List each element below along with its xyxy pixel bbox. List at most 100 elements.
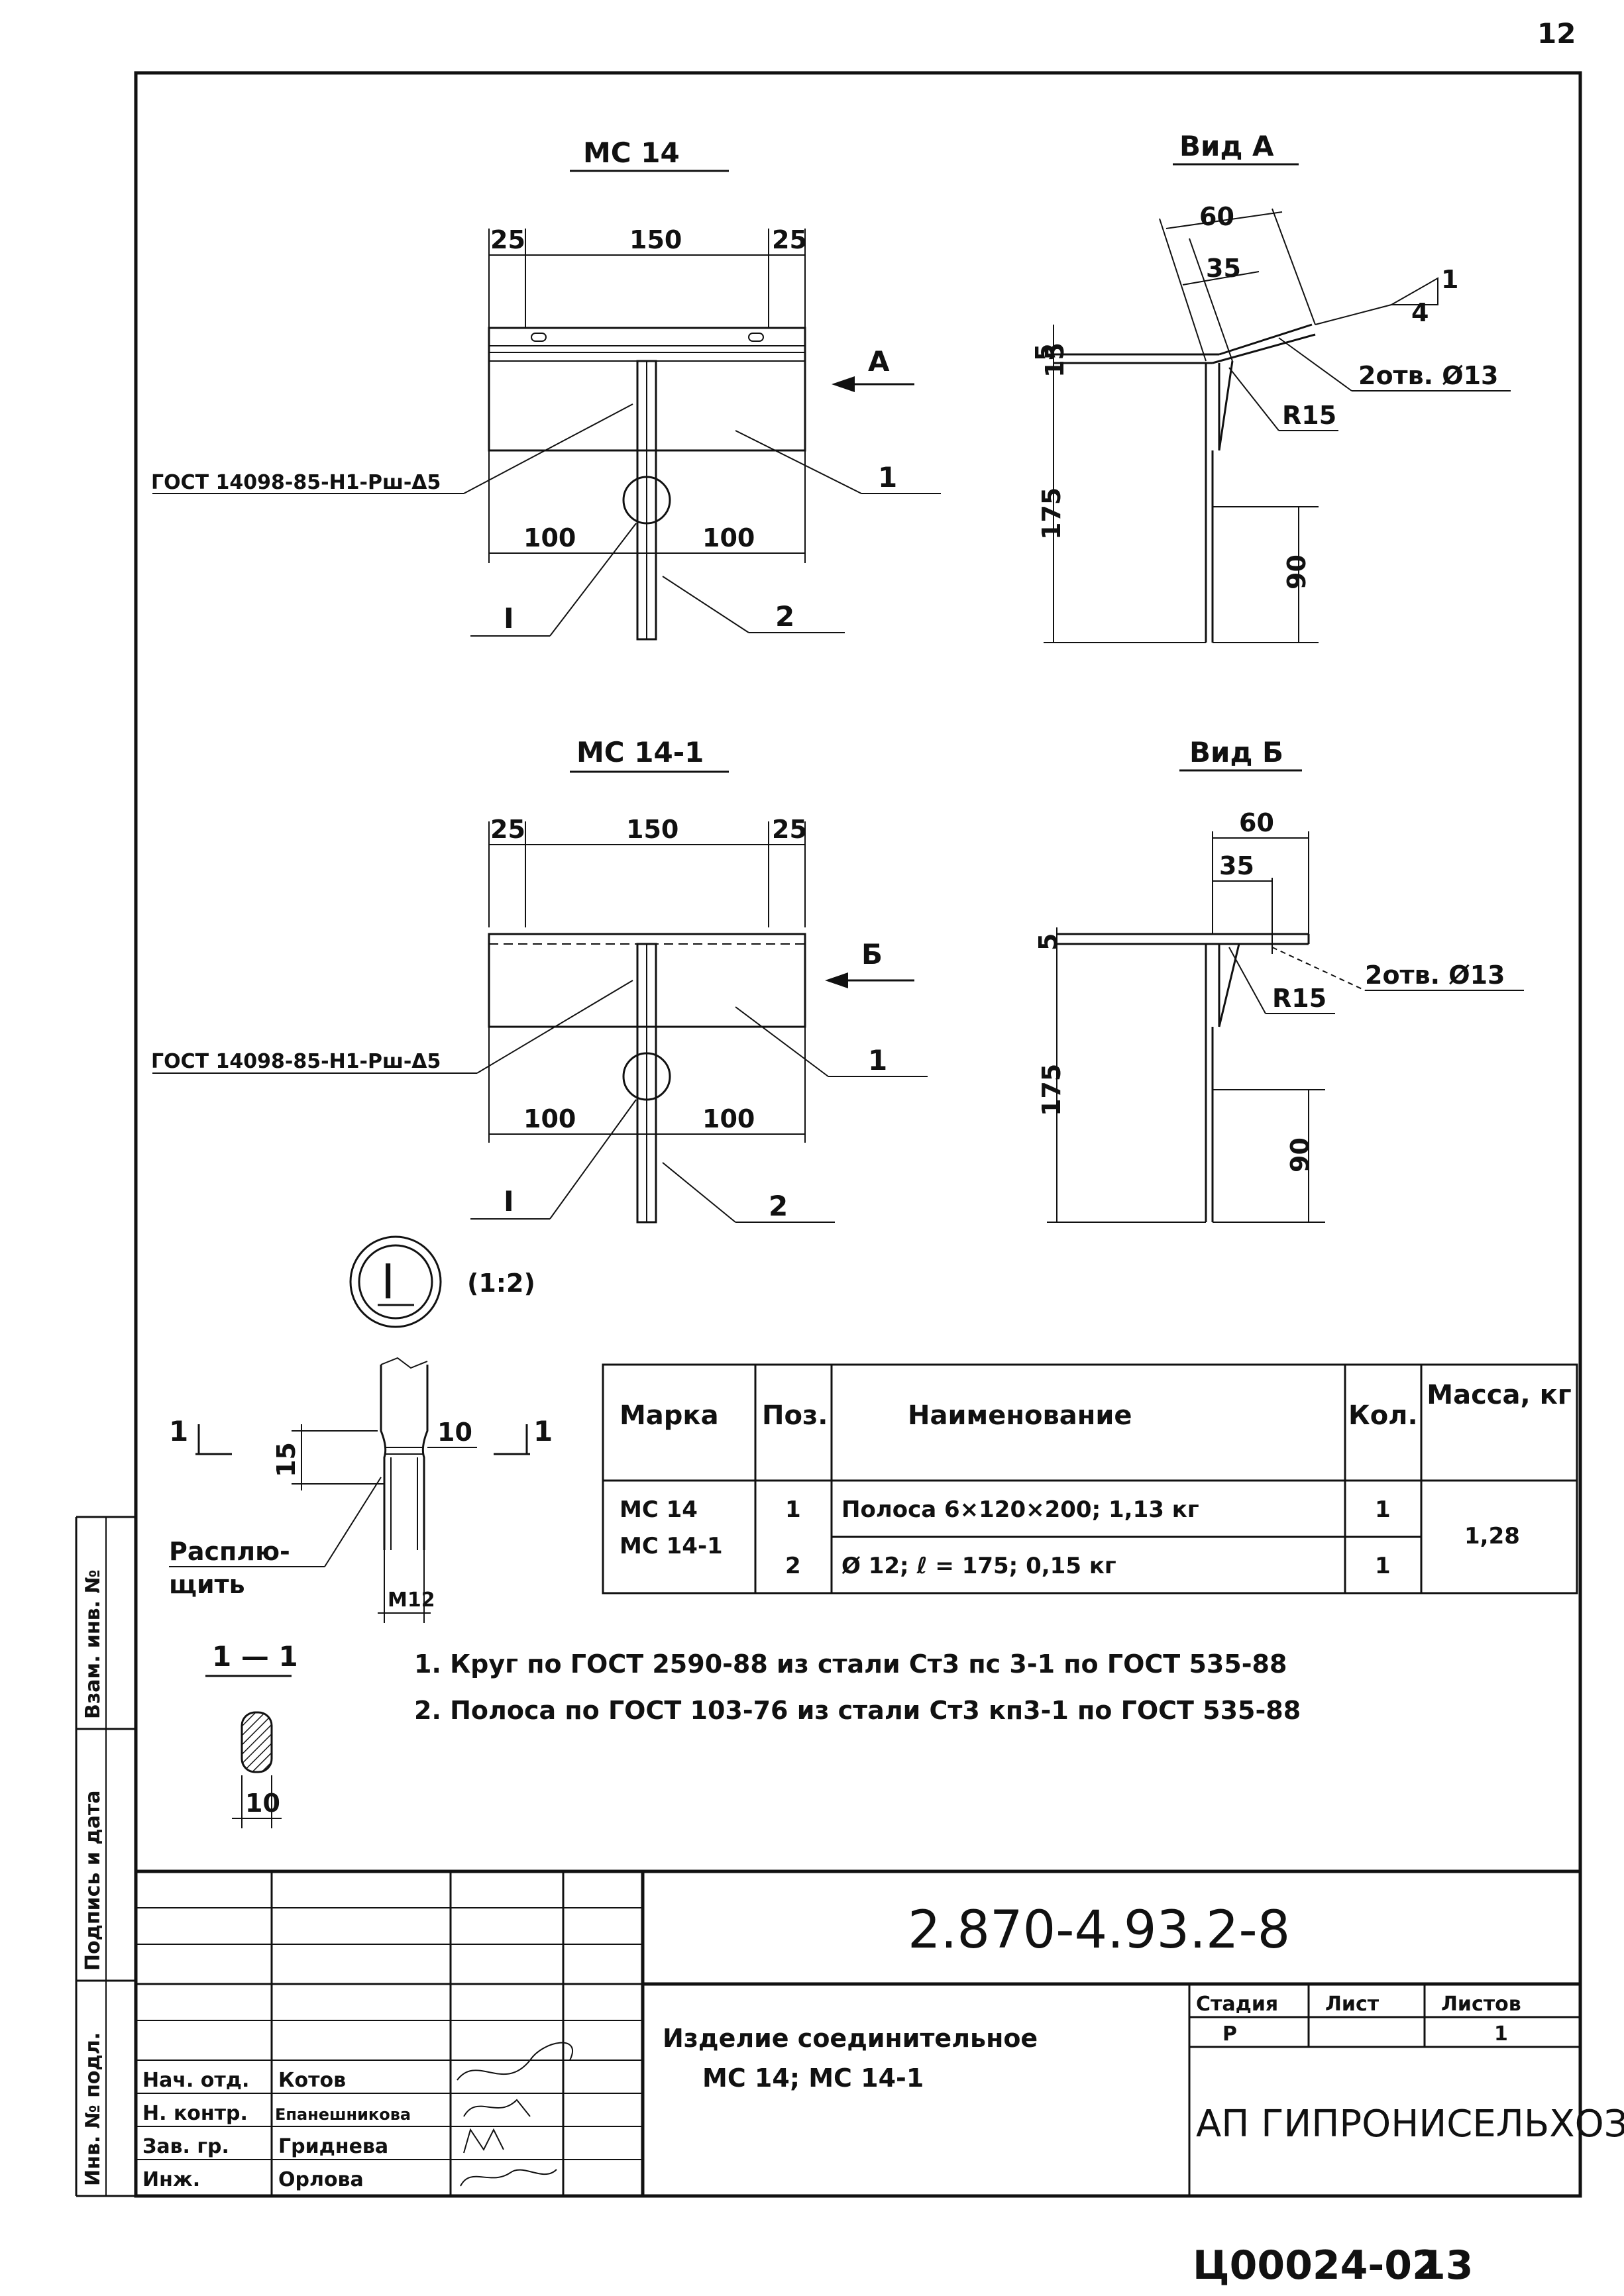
table-header-pos: Поз. [762, 1400, 828, 1431]
view-b-holes: 2отв. Ø13 [1365, 961, 1505, 990]
section-label: 1 — 1 [212, 1640, 298, 1673]
staff-role-2: Н. контр. [142, 2102, 248, 2125]
table-row-2-qty: 1 [1375, 1553, 1391, 1579]
mc14-1-detail-circle [622, 1052, 671, 1101]
mc14-1-detail-ref: I [504, 1185, 514, 1218]
view-a-dim-35: 35 [1206, 254, 1241, 283]
view-a-slope-4: 4 [1411, 298, 1429, 327]
view-b: Вид Б 60 35 2отв. Ø13 R15 5 175 90 [1034, 736, 1524, 1223]
table-header-mark: Марка [620, 1400, 719, 1431]
mc14-pos1: 1 [878, 461, 897, 494]
detail-dim-10: 10 [437, 1418, 472, 1447]
mc14-1-dim-150: 150 [626, 815, 678, 844]
mc14-1-dim-25-right: 25 [772, 815, 807, 844]
bottom-stamp: Ц00024-02 [1193, 2242, 1440, 2289]
section-dim-10: 10 [245, 1789, 280, 1818]
sheets-value: 1 [1494, 2022, 1508, 2046]
section-hatch [241, 1711, 273, 1773]
mc14-1-pos2: 2 [769, 1190, 788, 1222]
detail-scale: (1:2) [467, 1269, 535, 1298]
view-a-holes: 2отв. Ø13 [1358, 361, 1498, 390]
view-a: Вид А 60 35 1 4 2отв. Ø13 R15 [1030, 130, 1511, 643]
mc14-detail-ref: I [504, 602, 514, 635]
mc14-view: МС 14 25 150 25 100 100 ГОСТ 14098-85-Н1… [151, 136, 941, 641]
table-header-name: Наименование [908, 1400, 1132, 1431]
sheet-number-top: 12 [1537, 17, 1576, 50]
table-mark-2: МС 14-1 [620, 1533, 723, 1559]
mc14-detail-circle [622, 476, 671, 525]
view-a-dim-60: 60 [1199, 202, 1234, 231]
replaces-inv-label: Взам. инв. № [81, 1569, 105, 1719]
table-row-1-name: Полоса 6×120×200; 1,13 кг [841, 1496, 1199, 1523]
view-a-radius: R15 [1282, 401, 1336, 430]
view-b-dim-60: 60 [1239, 808, 1274, 837]
product-line-1: Изделие соединительное [663, 2024, 1038, 2053]
table-row-2-name: Ø 12; ℓ = 175; 0,15 кг [841, 1553, 1116, 1579]
title-block: 2.870-4.93.2-8 Изделие соединительное МС… [136, 1869, 1624, 2196]
mc14-1-view-arrow-b: Б [861, 938, 883, 970]
mc14-weld-note: ГОСТ 14098-85-Н1-Рш-Δ5 [151, 471, 441, 494]
detail-cut-mark-right: 1 [533, 1415, 553, 1447]
view-a-slope-1: 1 [1441, 265, 1458, 294]
mc14-1-dim-100-left: 100 [523, 1104, 576, 1133]
table-mass: 1,28 [1464, 1523, 1520, 1549]
view-b-dim-90: 90 [1285, 1137, 1315, 1173]
detail-label: I [381, 1254, 395, 1310]
mc14-1-view: МС 14-1 25 150 25 100 100 ГОСТ 14098-85-… [151, 736, 928, 1224]
table-mark-1: МС 14 [620, 1496, 698, 1523]
inv-no-label: Инв. № подл. [81, 2032, 105, 2186]
table-header-mass: Масса, кг [1427, 1380, 1572, 1410]
spec-table: Марка Поз. Наименование Кол. Масса, кг М… [602, 1363, 1578, 1594]
mc14-dim-150: 150 [629, 225, 682, 254]
staff-name-4: Орлова [278, 2168, 364, 2191]
mc14-1-weld-note: ГОСТ 14098-85-Н1-Рш-Δ5 [151, 1050, 441, 1073]
detail-dim-15: 15 [272, 1442, 301, 1477]
signature-3 [463, 2128, 504, 2154]
staff-name-2: Епанешникова [275, 2105, 411, 2124]
table-row-1-pos: 1 [785, 1496, 801, 1523]
detail-cut-mark-left: 1 [169, 1415, 188, 1447]
doc-code: 2.870-4.93.2-8 [908, 1901, 1290, 1960]
view-a-dim-15: 15 [1040, 342, 1069, 378]
sheets-header: Листов [1441, 1993, 1521, 2016]
staff-role-4: Инж. [142, 2168, 200, 2191]
mc14-title: МС 14 [583, 136, 680, 169]
signature-2 [463, 2099, 531, 2117]
detail-i: I (1:2) 15 10 М12 1 1 Расплю- щить 1 — [169, 1235, 553, 1828]
view-a-dim-5: 5 [1030, 344, 1059, 361]
side-strip: Взам. инв. № Подпись и дата Инв. № подл. [75, 1516, 136, 2197]
table-row-2-pos: 2 [785, 1553, 801, 1579]
product-line-2: МС 14; МС 14-1 [702, 2063, 924, 2093]
view-b-dim-35: 35 [1219, 851, 1254, 880]
signature-1 [457, 2042, 573, 2081]
mc14-1-dim-100-right: 100 [702, 1104, 755, 1133]
mc14-1-pos1: 1 [868, 1044, 887, 1076]
view-b-radius: R15 [1272, 984, 1326, 1013]
view-b-dim-175: 175 [1037, 1064, 1066, 1116]
mc14-1-dim-25-left: 25 [490, 815, 525, 844]
signature-4 [460, 2169, 557, 2187]
sheet-header: Лист [1325, 1993, 1380, 2016]
drawing-frame [134, 71, 1582, 2198]
view-a-title: Вид А [1179, 130, 1274, 162]
stage-value: Р [1222, 2022, 1237, 2046]
bottom-stamp-page: 13 [1418, 2242, 1474, 2289]
mc14-view-arrow-a: А [868, 345, 890, 378]
mc14-pos2: 2 [775, 600, 794, 633]
detail-flatten-note-1: Расплю- [169, 1537, 290, 1566]
signature-date-label: Подпись и дата [81, 1791, 105, 1971]
view-b-title: Вид Б [1189, 736, 1283, 768]
staff-name-1: Котов [278, 2069, 346, 2092]
table-row-1-qty: 1 [1375, 1496, 1391, 1523]
detail-flatten-note-2: щить [169, 1570, 245, 1599]
organization: АП ГИПРОНИСЕЛЬХОЗ [1196, 2103, 1624, 2146]
note-1: 1. Круг по ГОСТ 2590-88 из стали Ст3 пс … [414, 1649, 1287, 1679]
view-a-dim-175: 175 [1037, 488, 1066, 540]
staff-role-1: Нач. отд. [142, 2069, 249, 2092]
table-header-qty: Кол. [1348, 1400, 1418, 1431]
mc14-dim-100-left: 100 [523, 523, 576, 552]
mc14-dim-25-left: 25 [490, 225, 525, 254]
mc14-1-title: МС 14-1 [576, 736, 704, 768]
staff-role-3: Зав. гр. [142, 2135, 229, 2158]
